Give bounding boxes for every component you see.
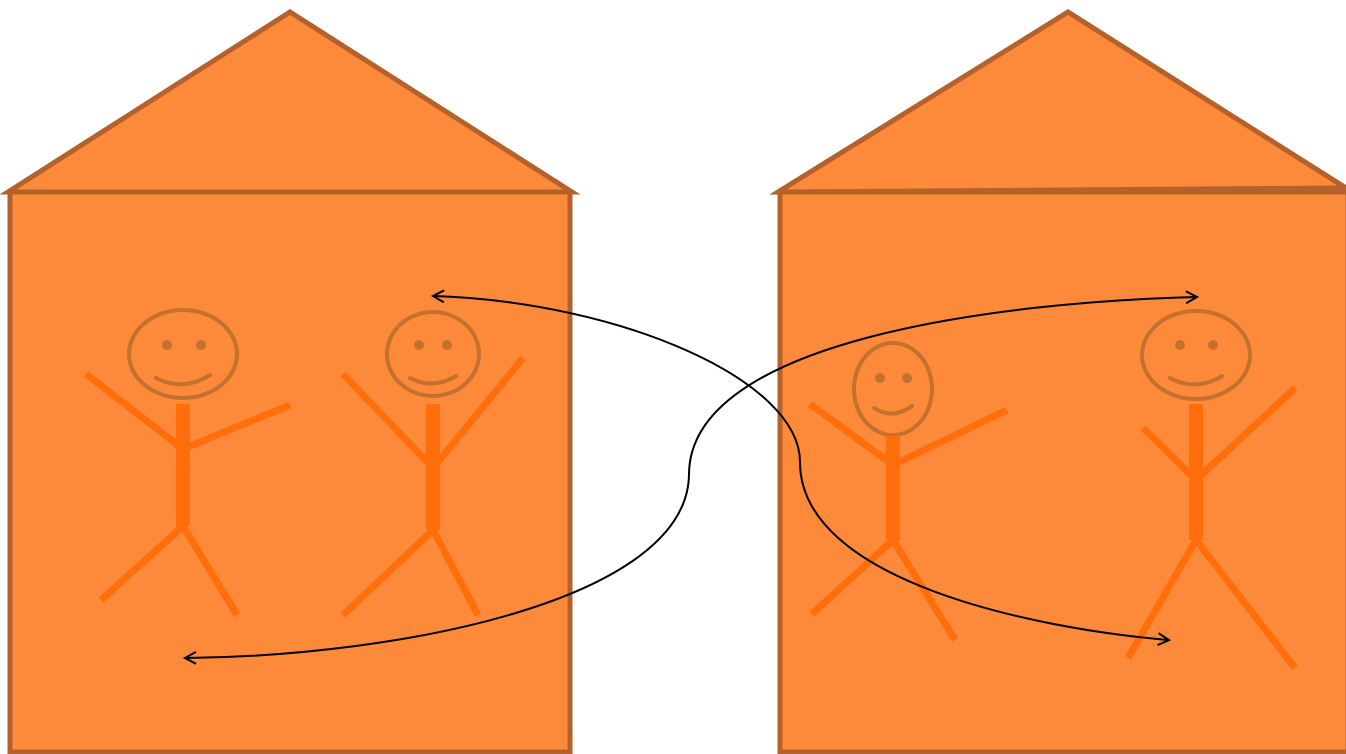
person-left-1-eye xyxy=(162,340,172,350)
person-right-2-eye xyxy=(1175,340,1185,350)
person-right-2-eye xyxy=(1208,340,1218,350)
person-left-2-eye xyxy=(414,340,424,350)
person-left-2-eye xyxy=(442,340,452,350)
right-house-roof xyxy=(778,12,1346,192)
right-house-body xyxy=(780,192,1346,752)
left-house-body xyxy=(10,192,570,752)
right-house xyxy=(778,12,1346,752)
person-left-1-eye xyxy=(196,340,206,350)
person-right-1-eye xyxy=(875,373,885,383)
left-house-roof xyxy=(8,12,572,192)
person-right-1-eye xyxy=(902,373,912,383)
